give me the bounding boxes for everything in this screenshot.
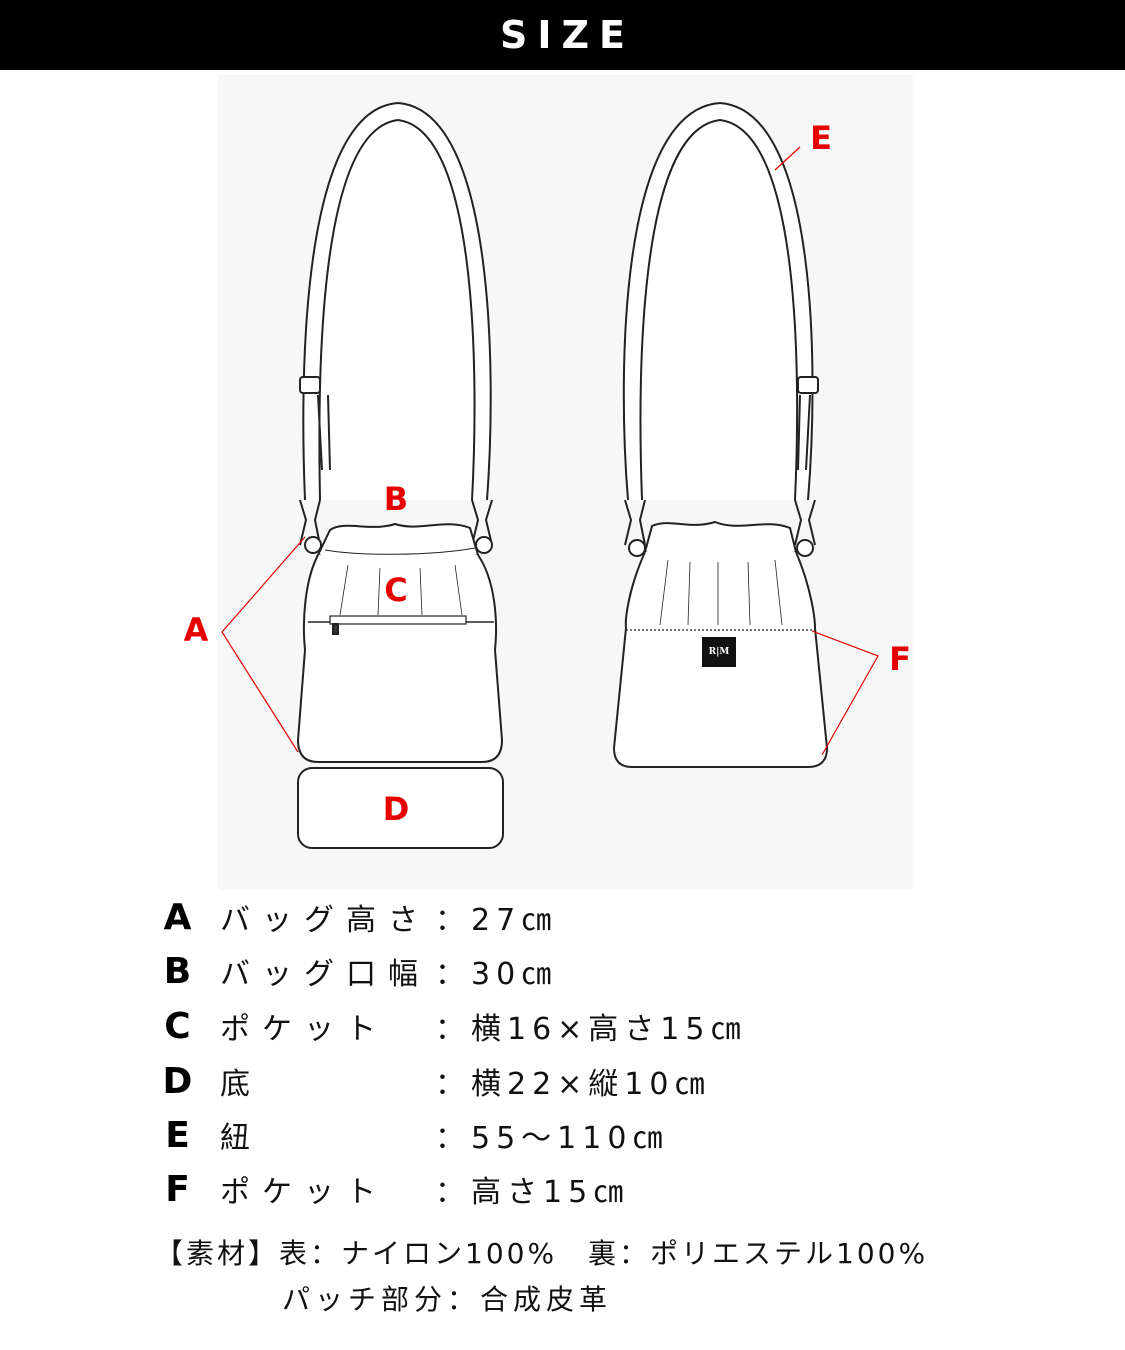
spec-letter: C xyxy=(164,1005,191,1047)
back-strap-buckle xyxy=(797,376,819,394)
front-bag xyxy=(296,101,504,849)
size-header: SIZE xyxy=(0,0,1125,70)
spec-letter: E xyxy=(165,1114,190,1156)
spec-letter: B xyxy=(163,950,192,992)
material-line-1: 【素材】表：ナイロン100% 裏：ポリエステル100% xyxy=(155,1237,929,1270)
spec-label: 底 xyxy=(220,1067,262,1102)
spec-value: ：30㎝ xyxy=(435,957,558,992)
spec-label: バッグ口幅 xyxy=(220,957,430,992)
patch-logo: R|M xyxy=(709,647,730,657)
spec-label: 紐 xyxy=(220,1121,262,1156)
callout-lines xyxy=(221,146,879,756)
zipper-pull xyxy=(332,623,339,635)
front-strap xyxy=(302,101,492,501)
spec-label: バッグ高さ xyxy=(220,903,430,938)
brand-patch xyxy=(702,637,736,667)
bag-diagram: R|M A B C D E F xyxy=(184,75,913,890)
front-bag-body xyxy=(296,554,504,763)
back-strap xyxy=(622,101,814,501)
bottom-panel xyxy=(297,767,504,849)
label-f: F xyxy=(889,640,911,678)
spec-letter: D xyxy=(162,1060,193,1102)
spec-value: ：55～110㎝ xyxy=(435,1121,669,1156)
callout-a-line xyxy=(221,536,306,753)
label-b: B xyxy=(384,480,408,518)
label-d: D xyxy=(383,790,410,828)
spec-label: ポケット xyxy=(220,1175,388,1210)
label-e: E xyxy=(810,119,832,157)
front-strap-buckle xyxy=(299,376,321,394)
callout-e-line xyxy=(774,146,801,171)
header-title: SIZE xyxy=(499,13,636,57)
spec-value: ：横22×縦10㎝ xyxy=(435,1067,711,1102)
callout-f-line xyxy=(811,630,879,756)
spec-value: ：横16×高さ15㎝ xyxy=(435,1012,747,1047)
spec-label: ポケット xyxy=(220,1012,388,1047)
material-line-2: パッチ部分：合成皮革 xyxy=(282,1283,613,1316)
back-bag xyxy=(612,101,829,768)
label-c: C xyxy=(384,571,407,609)
spec-letter: F xyxy=(165,1168,190,1210)
spec-value: ：27㎝ xyxy=(435,903,558,938)
label-a: A xyxy=(184,611,209,649)
spec-value: ：高さ15㎝ xyxy=(435,1175,630,1210)
spec-letter: A xyxy=(163,896,192,938)
